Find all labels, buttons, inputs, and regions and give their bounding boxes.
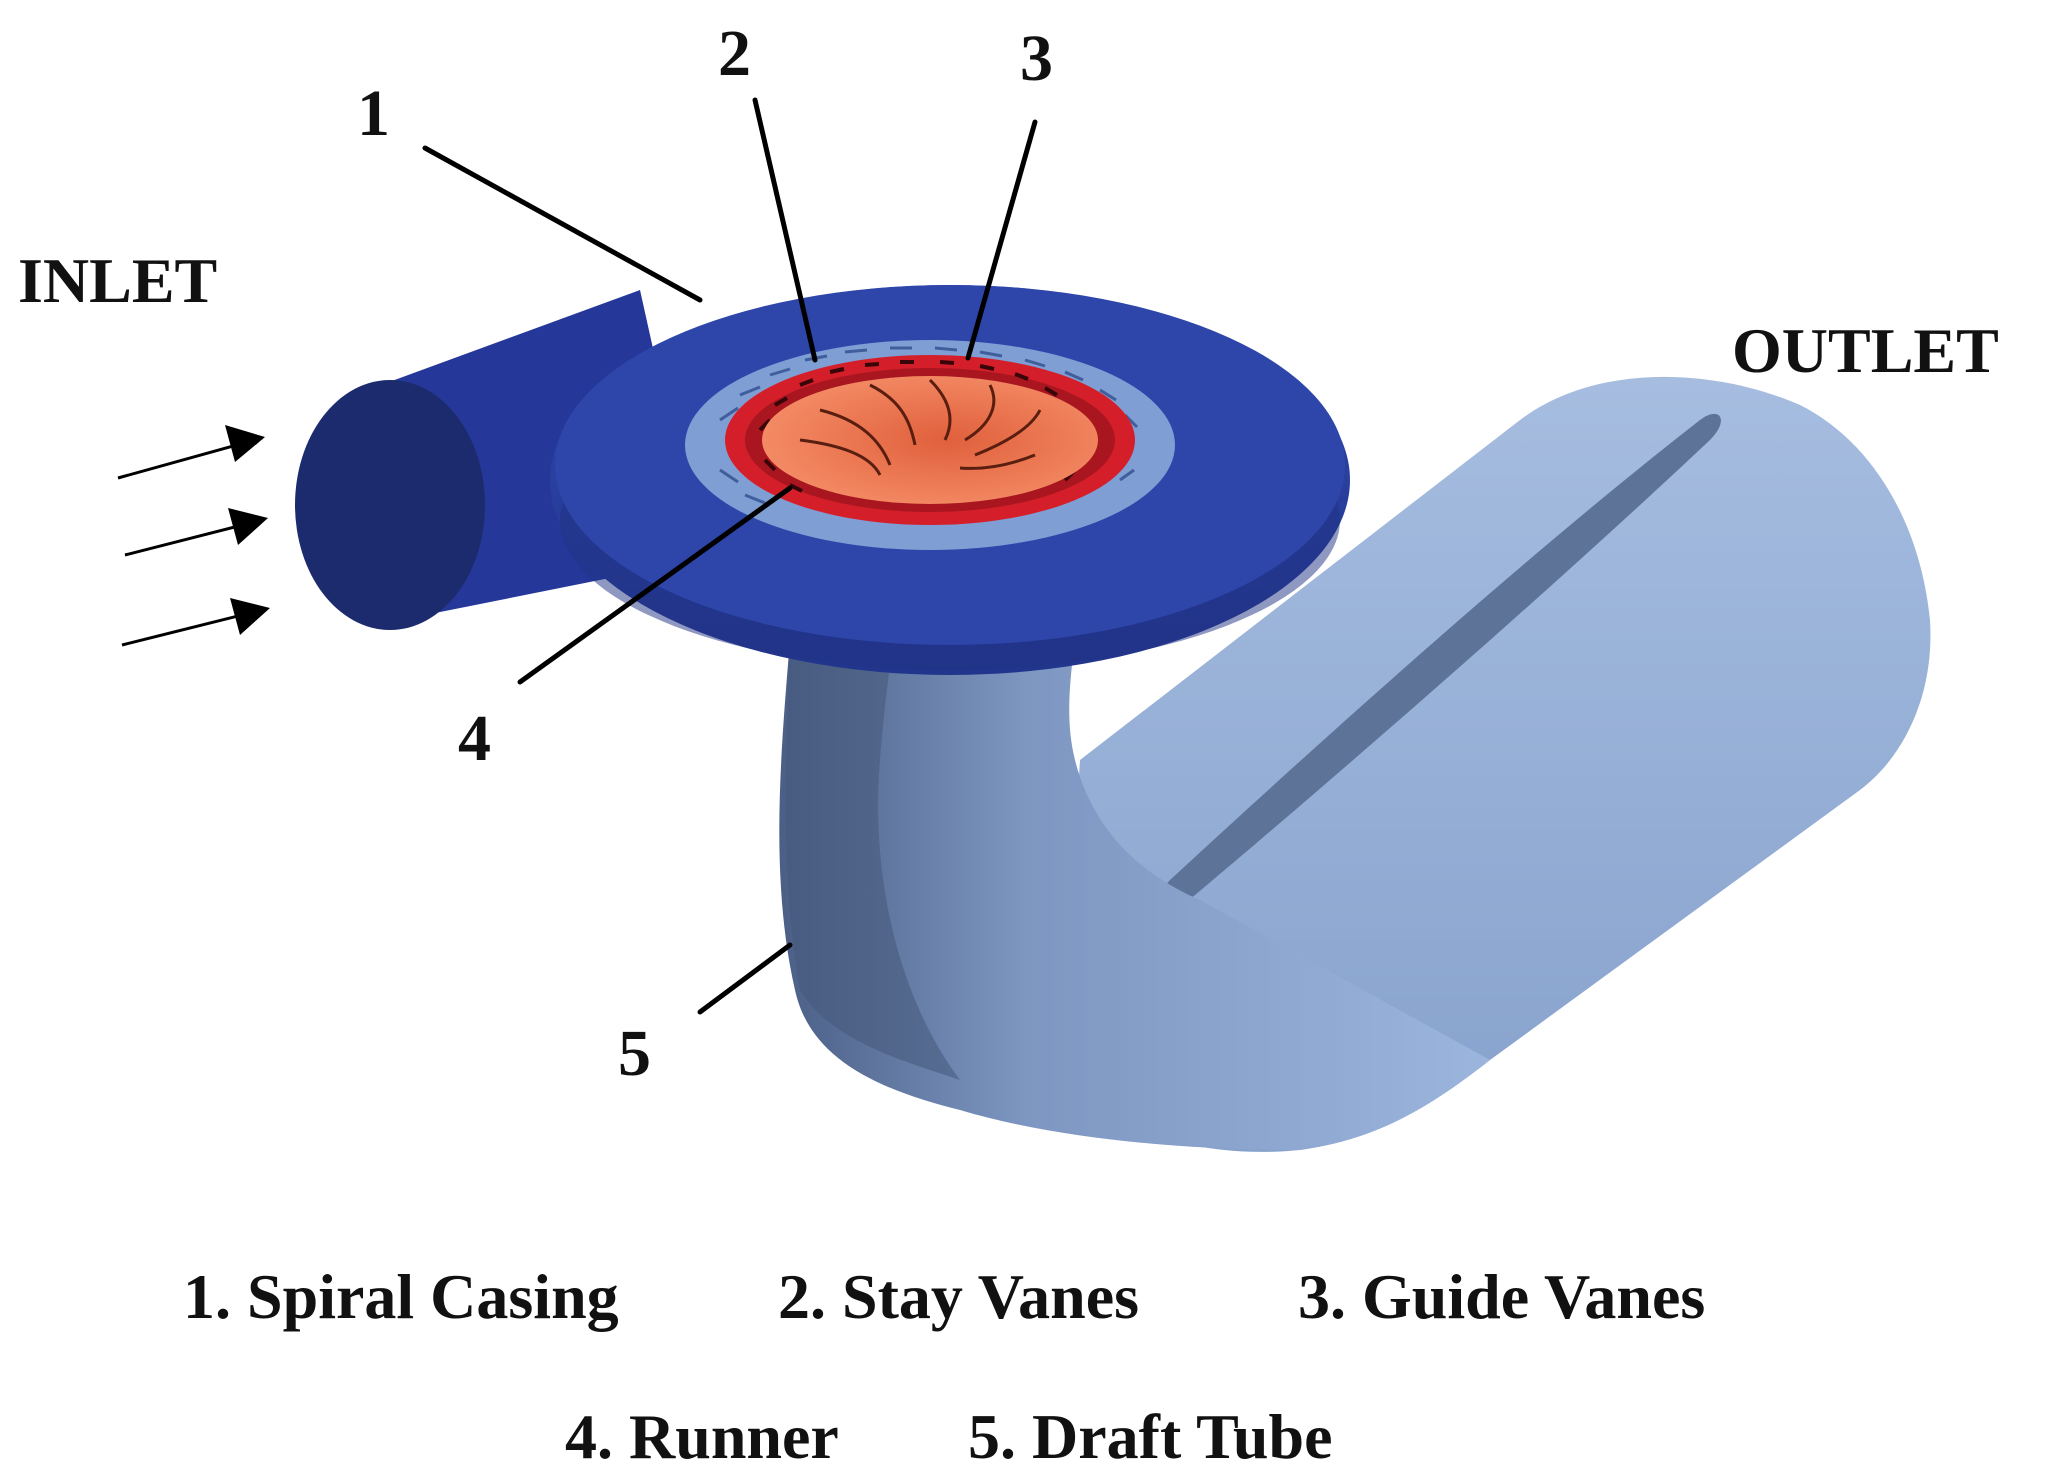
inlet-label: INLET	[18, 245, 217, 316]
draft-tube-shadow	[785, 640, 960, 1080]
leader-line-3	[965, 119, 1038, 361]
inlet-pipe-end	[295, 380, 485, 630]
legend-item-spiral-casing: 1. Spiral Casing	[183, 1261, 619, 1332]
leader-line-1	[422, 145, 703, 303]
callout-1: 1	[357, 77, 390, 150]
legend-item-draft-tube: 5. Draft Tube	[968, 1401, 1333, 1472]
legend-item-stay-vanes: 2. Stay Vanes	[778, 1261, 1139, 1332]
legend-item-runner: 4. Runner	[565, 1401, 839, 1472]
inlet-arrowhead	[228, 508, 268, 545]
callout-5: 5	[618, 1017, 651, 1090]
legend-item-guide-vanes: 3. Guide Vanes	[1298, 1261, 1705, 1332]
legend: 1. Spiral Casing 2. Stay Vanes 3. Guide …	[183, 1261, 1705, 1472]
callout-4: 4	[458, 702, 491, 775]
leader-line-5	[697, 942, 793, 1015]
inlet-arrows	[117, 425, 270, 647]
inlet-arrowhead	[225, 425, 265, 462]
draft-tube-elbow	[779, 640, 1490, 1150]
inlet-arrowhead	[230, 598, 270, 635]
callout-3: 3	[1020, 22, 1053, 95]
draft-tube	[779, 376, 1931, 1152]
runner	[762, 376, 1098, 504]
stay-vanes-blades	[719, 346, 1139, 505]
outlet-label: OUTLET	[1732, 315, 1999, 386]
leader-line-4	[517, 485, 793, 685]
callout-2: 2	[718, 17, 751, 90]
draft-tube-slot	[1161, 413, 1721, 905]
runner-blades	[799, 378, 1042, 476]
leader-line-2	[752, 97, 818, 363]
